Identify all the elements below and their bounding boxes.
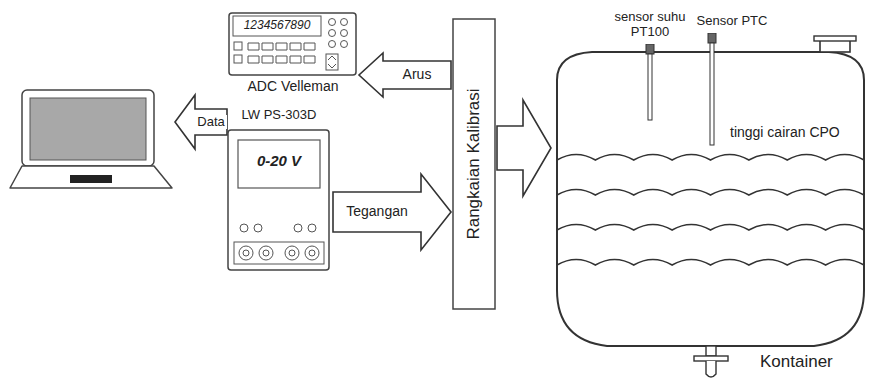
liquid-level-label: tinggi cairan CPO <box>730 124 840 140</box>
display-readout: 0-20 V <box>238 152 320 169</box>
power-supply-illustration <box>226 108 332 274</box>
block-arrow <box>333 174 451 250</box>
arrow-label: Arus <box>401 67 434 82</box>
block-arrow <box>175 95 227 149</box>
box-title: Rangkaian Kalibrasi <box>464 88 484 239</box>
block-arrow <box>359 53 451 97</box>
sensor-label: sensor suhu PT100 <box>602 10 698 40</box>
arrow-label: Data <box>195 115 226 129</box>
sensor-probe <box>602 44 698 122</box>
arrow-label: Tegangan <box>344 204 410 219</box>
sensor-probe-holder <box>602 44 698 126</box>
laptop-illustration <box>8 88 174 194</box>
device-label: ADC Velleman <box>228 78 358 94</box>
block-arrow <box>497 100 551 196</box>
power-supply: LW PS-303D 0-20 V <box>226 108 332 274</box>
temperature-sensor: sensor suhu PT100 <box>602 10 698 128</box>
adc-device: 1234567890ADC Velleman <box>228 12 358 98</box>
display-readout: 1234567890 <box>236 19 318 33</box>
node-outline <box>8 88 174 198</box>
container-tank: Kontainer sensor suhu PT100Sensor PTC <box>552 10 872 382</box>
container-label: Kontainer <box>760 352 870 372</box>
calibration-box: Rangkaian Kalibrasi <box>452 18 496 310</box>
device-label: LW PS-303D <box>226 108 332 123</box>
node-outline <box>226 108 332 278</box>
laptop-node <box>8 88 174 194</box>
sensor-label: Sensor PTC <box>672 14 792 29</box>
